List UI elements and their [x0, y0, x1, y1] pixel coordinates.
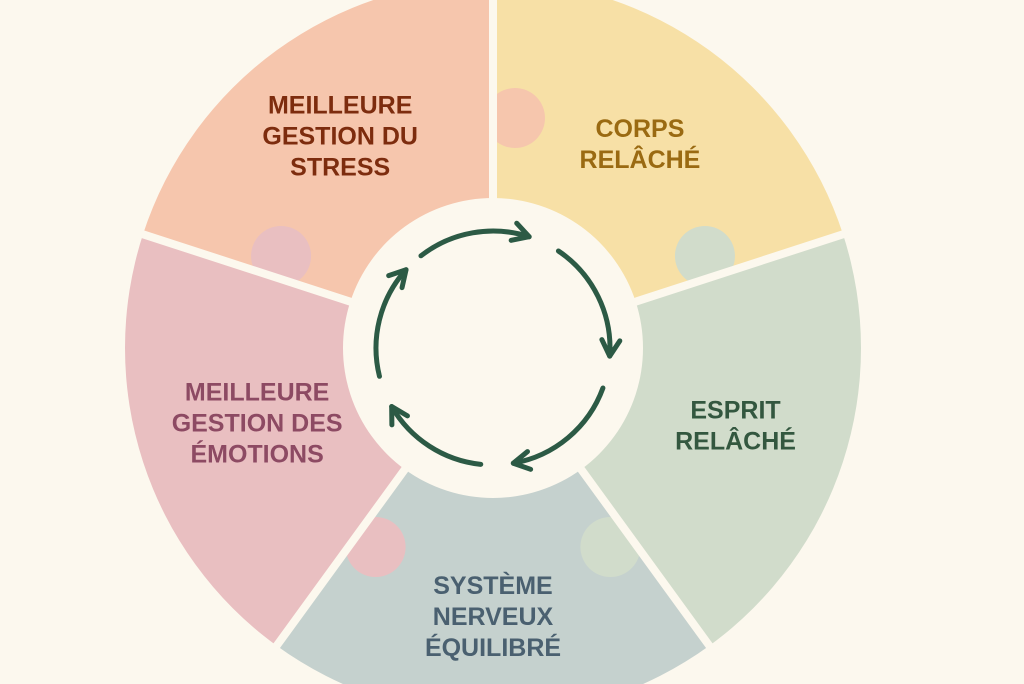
- cycle-arrow-arc: [418, 228, 532, 259]
- cycle-arrowhead: [386, 267, 409, 291]
- segment-gestion-emotions: [125, 234, 405, 646]
- segment-label-line: RELÂCHÉ: [580, 144, 701, 174]
- cycle-arrow-arc: [389, 404, 484, 467]
- cycle-arrow-arc: [555, 248, 613, 359]
- segment-label-line: NERVEUX: [433, 603, 554, 631]
- segment-label-line: STRESS: [290, 153, 390, 181]
- cycle-arrowhead: [599, 337, 623, 359]
- segment-gestion-stress: [143, 0, 493, 302]
- segment-label-line: ÉQUILIBRÉ: [425, 633, 561, 662]
- segment-label-line: RELÂCHÉ: [675, 425, 796, 455]
- cycle-arrow-arc: [510, 385, 606, 466]
- puzzle-segments: [125, 0, 861, 684]
- segment-label-line: CORPS: [595, 115, 684, 143]
- puzzle-knob: [345, 517, 406, 578]
- puzzle-knob: [580, 517, 641, 578]
- segment-separator: [271, 465, 409, 652]
- segment-label-line: ÉMOTIONS: [190, 439, 323, 468]
- segment-label-line: MEILLEURE: [185, 378, 329, 406]
- cycle-arrowhead: [510, 449, 534, 472]
- cycle-arrow-arc: [373, 267, 409, 379]
- center-circle: [347, 202, 639, 494]
- segment-corps-relache: [493, 0, 843, 302]
- segment-separator: [631, 229, 849, 306]
- segment-label-line: ESPRIT: [690, 396, 780, 424]
- segment-separator: [137, 229, 355, 306]
- puzzle-knob: [485, 88, 545, 148]
- segment-label-line: SYSTÈME: [433, 571, 552, 600]
- segment-esprit-relache: [581, 234, 861, 646]
- segment-label-line: GESTION DES: [172, 409, 343, 437]
- cycle-arrowhead: [389, 404, 410, 428]
- segment-label-line: GESTION DU: [262, 122, 418, 150]
- cycle-arrowhead: [508, 220, 532, 243]
- puzzle-separators: [137, 0, 849, 652]
- segment-separator: [577, 465, 715, 652]
- segment-label-line: MEILLEURE: [268, 91, 412, 119]
- cycle-arrows-icon: [373, 220, 623, 472]
- segment-label-gestion-stress: MEILLEURE GESTION DU STRESS: [262, 91, 418, 181]
